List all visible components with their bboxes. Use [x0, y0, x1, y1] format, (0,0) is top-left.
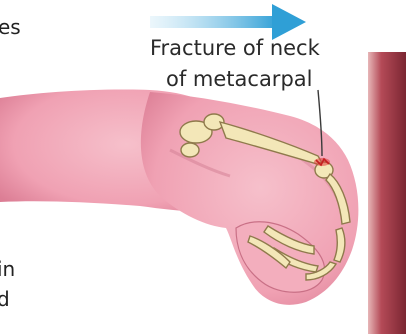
carpal-bone — [181, 143, 199, 157]
motion-arrow-icon — [150, 4, 306, 40]
annotation-line-2: of metacarpal — [166, 67, 312, 91]
hand — [0, 89, 358, 304]
wall — [368, 52, 406, 334]
fracture-marker — [314, 158, 330, 166]
edge-text-bottom-2: d — [0, 287, 10, 311]
edge-text-top: es — [0, 15, 21, 39]
edge-text-bottom-1: in — [0, 257, 15, 281]
annotation-line-1: Fracture of neck — [150, 36, 321, 60]
